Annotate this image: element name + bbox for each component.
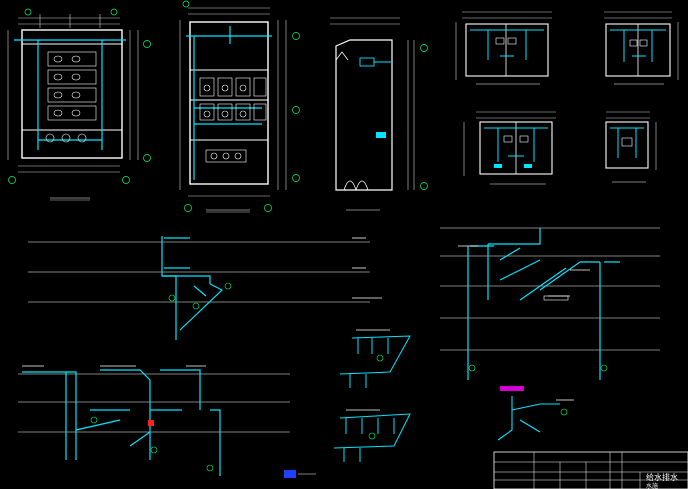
piping-isometric-2 [440, 227, 660, 380]
detail-plan-2 [604, 11, 679, 85]
node-detail [497, 295, 574, 441]
restroom-plan-2 [179, 0, 300, 213]
sheet-code: 水施 [646, 482, 658, 489]
detail-plan-4 [605, 111, 657, 183]
legend-swatch [284, 470, 296, 478]
piping-isometric-3 [18, 365, 290, 476]
detail-plan-1 [455, 11, 552, 85]
isometric-detail-a [339, 329, 411, 388]
title-block: 给水排水 水施 [493, 451, 688, 489]
detail-plan-3 [463, 111, 556, 185]
restroom-plan-1 [7, 8, 151, 201]
isometric-detail-b [333, 409, 411, 462]
piping-isometric-1 [28, 236, 382, 340]
corridor-plan [330, 17, 428, 211]
drawing-name: 给水排水 [646, 472, 678, 482]
